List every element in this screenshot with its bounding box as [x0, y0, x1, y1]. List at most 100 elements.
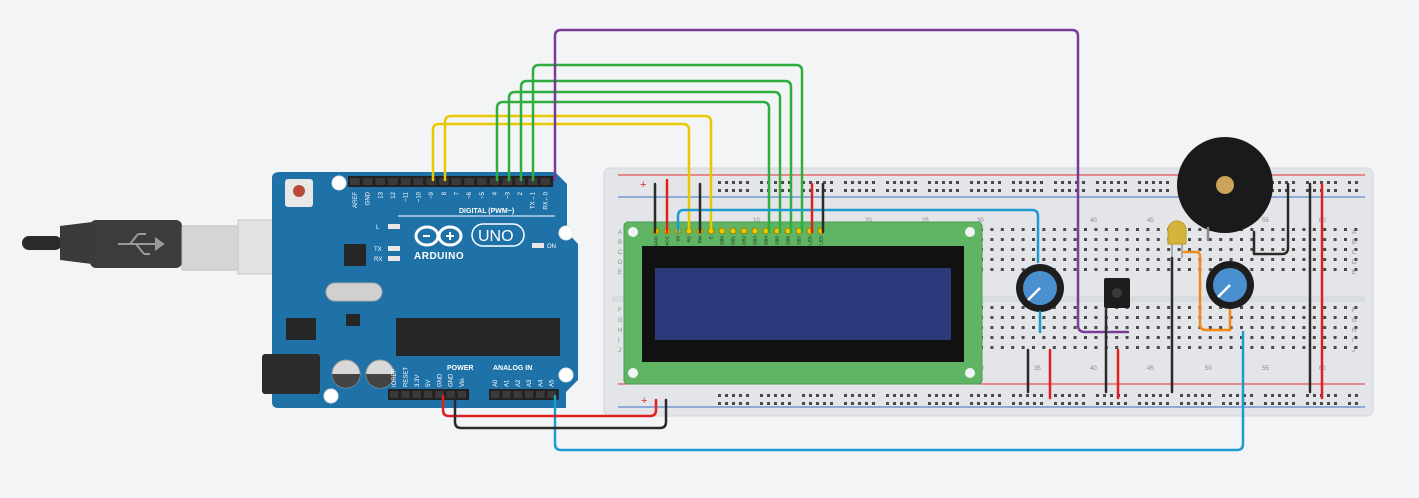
breadboard-hole[interactable] [1344, 336, 1347, 339]
breadboard-hole[interactable] [802, 181, 805, 184]
breadboard-hole[interactable] [1021, 238, 1025, 241]
breadboard-hole[interactable] [1136, 268, 1139, 271]
breadboard-hole[interactable] [1052, 228, 1056, 231]
breadboard-hole[interactable] [739, 394, 742, 397]
breadboard-hole[interactable] [1355, 189, 1358, 192]
breadboard-hole[interactable] [1292, 346, 1295, 349]
wire-black-buzzer[interactable] [1252, 182, 1290, 256]
breadboard-hole[interactable] [1292, 258, 1295, 261]
breadboard-hole[interactable] [1068, 402, 1071, 405]
breadboard-hole[interactable] [746, 394, 749, 397]
breadboard-hole[interactable] [823, 394, 826, 397]
breadboard-hole[interactable] [1096, 181, 1099, 184]
breadboard-hole[interactable] [1145, 189, 1148, 192]
breadboard-hole[interactable] [1094, 336, 1098, 339]
breadboard-hole[interactable] [1084, 316, 1087, 319]
breadboard-hole[interactable] [1146, 228, 1150, 231]
breadboard-hole[interactable] [1136, 346, 1139, 349]
breadboard-hole[interactable] [1146, 336, 1150, 339]
wire-green-db7[interactable] [495, 100, 771, 234]
breadboard-hole[interactable] [1323, 238, 1327, 241]
breadboard-hole[interactable] [760, 402, 763, 405]
breadboard-hole[interactable] [1260, 228, 1264, 231]
breadboard-hole[interactable] [774, 394, 777, 397]
breadboard-hole[interactable] [1000, 326, 1004, 329]
breadboard-hole[interactable] [928, 181, 931, 184]
lcd-pin[interactable] [729, 227, 737, 235]
breadboard-hole[interactable] [1278, 181, 1281, 184]
breadboard-hole[interactable] [1115, 326, 1119, 329]
header-pin[interactable] [524, 391, 534, 398]
breadboard-hole[interactable] [949, 189, 952, 192]
breadboard-hole[interactable] [732, 394, 735, 397]
breadboard-hole[interactable] [809, 402, 812, 405]
breadboard-hole[interactable] [1032, 258, 1035, 261]
breadboard-hole[interactable] [1146, 238, 1150, 241]
breadboard-hole[interactable] [1152, 394, 1155, 397]
breadboard-hole[interactable] [914, 189, 917, 192]
breadboard-hole[interactable] [1052, 258, 1056, 261]
breadboard-hole[interactable] [1054, 181, 1057, 184]
breadboard-hole[interactable] [1250, 238, 1254, 241]
breadboard-hole[interactable] [1063, 258, 1067, 261]
breadboard-hole[interactable] [1260, 316, 1264, 319]
header-pin[interactable] [413, 178, 424, 185]
breadboard-hole[interactable] [1271, 238, 1275, 241]
breadboard-hole[interactable] [1250, 326, 1254, 329]
breadboard-hole[interactable] [802, 394, 805, 397]
breadboard-hole[interactable] [1115, 336, 1119, 339]
breadboard-hole[interactable] [1021, 248, 1025, 251]
breadboard-hole[interactable] [1061, 189, 1064, 192]
breadboard-hole[interactable] [998, 402, 1001, 405]
breadboard-hole[interactable] [1355, 181, 1358, 184]
breadboard-hole[interactable] [1188, 326, 1191, 329]
breadboard-hole[interactable] [1021, 336, 1025, 339]
breadboard-hole[interactable] [1026, 402, 1029, 405]
breadboard-hole[interactable] [1240, 306, 1243, 309]
yellow-led[interactable] [1167, 220, 1187, 258]
breadboard-hole[interactable] [788, 189, 791, 192]
breadboard-hole[interactable] [1208, 316, 1212, 319]
breadboard-hole[interactable] [1208, 238, 1212, 241]
breadboard-hole[interactable] [1000, 258, 1004, 261]
breadboard-hole[interactable] [1306, 394, 1309, 397]
breadboard-hole[interactable] [865, 402, 868, 405]
breadboard-hole[interactable] [1156, 336, 1160, 339]
breadboard-hole[interactable] [1271, 228, 1275, 231]
breadboard-hole[interactable] [1021, 258, 1025, 261]
breadboard-hole[interactable] [893, 402, 896, 405]
breadboard-hole[interactable] [1152, 189, 1155, 192]
breadboard-hole[interactable] [1219, 258, 1223, 261]
breadboard-hole[interactable] [1033, 402, 1036, 405]
breadboard-hole[interactable] [1323, 258, 1327, 261]
breadboard-hole[interactable] [1312, 306, 1316, 309]
breadboard-hole[interactable] [1063, 316, 1067, 319]
breadboard-hole[interactable] [935, 394, 938, 397]
breadboard-hole[interactable] [1136, 248, 1139, 251]
breadboard-hole[interactable] [990, 228, 994, 231]
breadboard-hole[interactable] [1124, 181, 1127, 184]
breadboard-hole[interactable] [1167, 268, 1171, 271]
breadboard-hole[interactable] [1250, 316, 1254, 319]
breadboard-hole[interactable] [1166, 181, 1169, 184]
breadboard-hole[interactable] [893, 189, 896, 192]
breadboard-hole[interactable] [1125, 346, 1129, 349]
breadboard-hole[interactable] [1229, 346, 1233, 349]
breadboard-hole[interactable] [949, 394, 952, 397]
breadboard-hole[interactable] [788, 402, 791, 405]
breadboard-hole[interactable] [1052, 316, 1056, 319]
breadboard-hole[interactable] [1292, 181, 1295, 184]
breadboard-hole[interactable] [1124, 402, 1127, 405]
breadboard-hole[interactable] [1084, 238, 1087, 241]
breadboard-hole[interactable] [1333, 306, 1337, 309]
breadboard-hole[interactable] [1198, 336, 1202, 339]
breadboard-hole[interactable] [956, 402, 959, 405]
breadboard-hole[interactable] [844, 181, 847, 184]
breadboard-hole[interactable] [1271, 268, 1275, 271]
breadboard-hole[interactable] [1052, 326, 1056, 329]
breadboard-hole[interactable] [1125, 258, 1129, 261]
breadboard-hole[interactable] [1271, 346, 1275, 349]
breadboard-hole[interactable] [1219, 326, 1223, 329]
breadboard-hole[interactable] [851, 189, 854, 192]
breadboard-hole[interactable] [990, 248, 994, 251]
